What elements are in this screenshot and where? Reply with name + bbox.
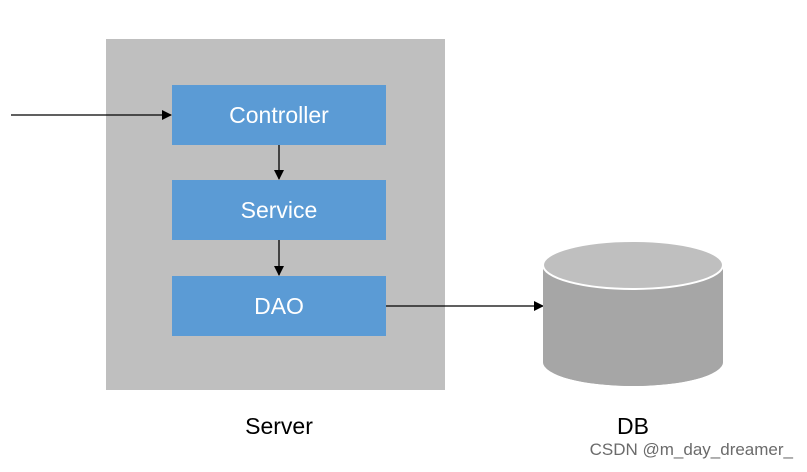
watermark-text: CSDN @m_day_dreamer_ (589, 440, 793, 459)
db-cylinder-icon (542, 240, 724, 386)
server-caption: Server (245, 413, 313, 439)
service-box: Service (172, 180, 386, 240)
dao-box: DAO (172, 276, 386, 336)
service-label: Service (240, 196, 318, 223)
controller-label: Controller (229, 101, 329, 128)
controller-box: Controller (172, 85, 386, 145)
db-caption: DB (617, 413, 649, 439)
dao-label: DAO (254, 292, 304, 319)
